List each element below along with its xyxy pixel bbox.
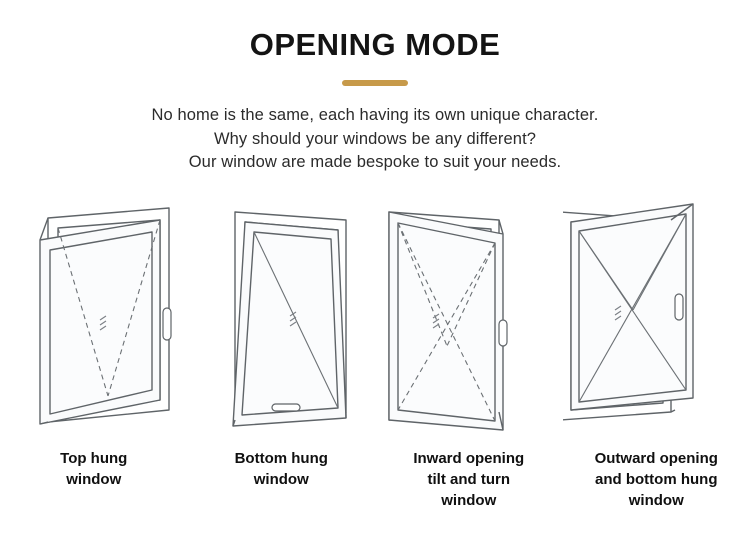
subtitle-line-3: Our window are made bespoke to suit your… xyxy=(188,152,562,171)
caption-line: window xyxy=(253,471,309,488)
title-underline-accent xyxy=(342,80,408,87)
caption-bottom-hung-window: Bottom hung window xyxy=(188,448,376,511)
figure-inward-opening-tilt-and-turn-window xyxy=(375,198,563,438)
caption-line: Bottom hung xyxy=(234,450,328,467)
caption-top-hung-window: Top hung window xyxy=(0,448,188,511)
caption-line: window xyxy=(628,492,684,509)
caption-line: window xyxy=(441,492,497,509)
window-diagram-row xyxy=(0,198,750,438)
figure-bottom-hung-window xyxy=(188,198,376,438)
bottom-hung-window-drawing xyxy=(231,211,347,427)
caption-line: Top hung xyxy=(60,450,128,467)
caption-line: Outward opening xyxy=(594,450,718,467)
caption-line: window xyxy=(66,471,122,488)
caption-line: Inward opening xyxy=(413,450,525,467)
caption-line: and bottom hung xyxy=(595,471,718,488)
figure-top-hung-window xyxy=(0,198,188,438)
inward-tilt-turn-window-drawing xyxy=(388,211,508,431)
caption-line: tilt and turn xyxy=(427,471,511,488)
figure-outward-opening-and-bottom-hung-window xyxy=(562,198,750,438)
caption-outward-opening-and-bottom-hung-window: Outward opening and bottom hung window xyxy=(563,448,750,511)
page-title: OPENING MODE xyxy=(249,27,501,62)
caption-inward-opening-tilt-and-turn-window: Inward opening tilt and turn window xyxy=(375,448,563,511)
subtitle-line-1: No home is the same, each having its own… xyxy=(151,106,599,125)
subtitle-line-2: Why should your windows be any different… xyxy=(213,129,537,148)
subtitle-block: No home is the same, each having its own… xyxy=(55,104,695,174)
caption-row: Top hung window Bottom hung window Inwar… xyxy=(0,448,750,511)
top-hung-window-drawing xyxy=(39,207,172,425)
outward-opening-bottom-hung-window-drawing xyxy=(562,203,694,421)
